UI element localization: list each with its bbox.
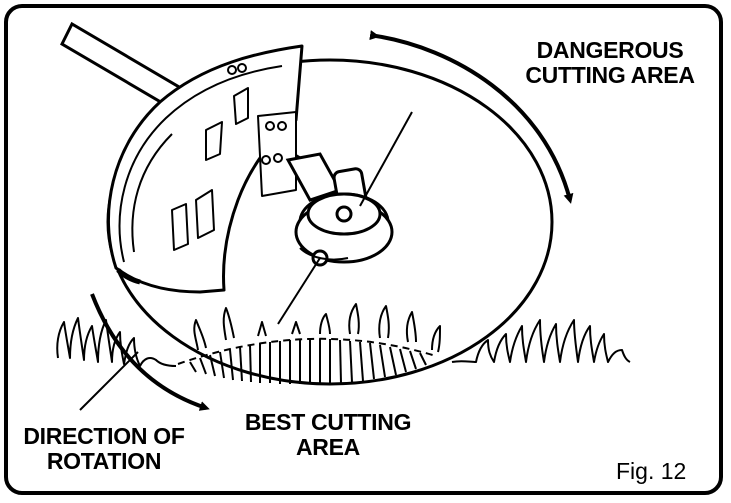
best-label-line1: BEST CUTTING [244,409,412,435]
direction-label-line1: DIRECTION OF [23,423,185,449]
direction-of-rotation-label: DIRECTION OF ROTATION [16,424,192,474]
dangerous-area-label: DANGEROUS CUTTING AREA [520,38,700,88]
trimmer-guard [106,44,304,294]
direction-label-line2: ROTATION [46,447,162,474]
dangerous-label-line1: DANGEROUS [536,37,684,63]
figure-number: Fig. 12 [616,458,687,484]
dangerous-label-line2: CUTTING AREA [525,61,695,88]
grass-inside-circle [193,303,441,353]
grass-right [451,319,631,363]
trimmer-head [285,152,394,267]
best-label-line2: AREA [296,433,360,460]
best-cutting-area-label: BEST CUTTING AREA [228,410,428,460]
direction-leader-line [79,351,139,411]
rotation-direction-arrow [90,293,210,411]
dangerous-area-arrow [369,30,574,204]
best-cutting-area-hatch [177,337,437,384]
